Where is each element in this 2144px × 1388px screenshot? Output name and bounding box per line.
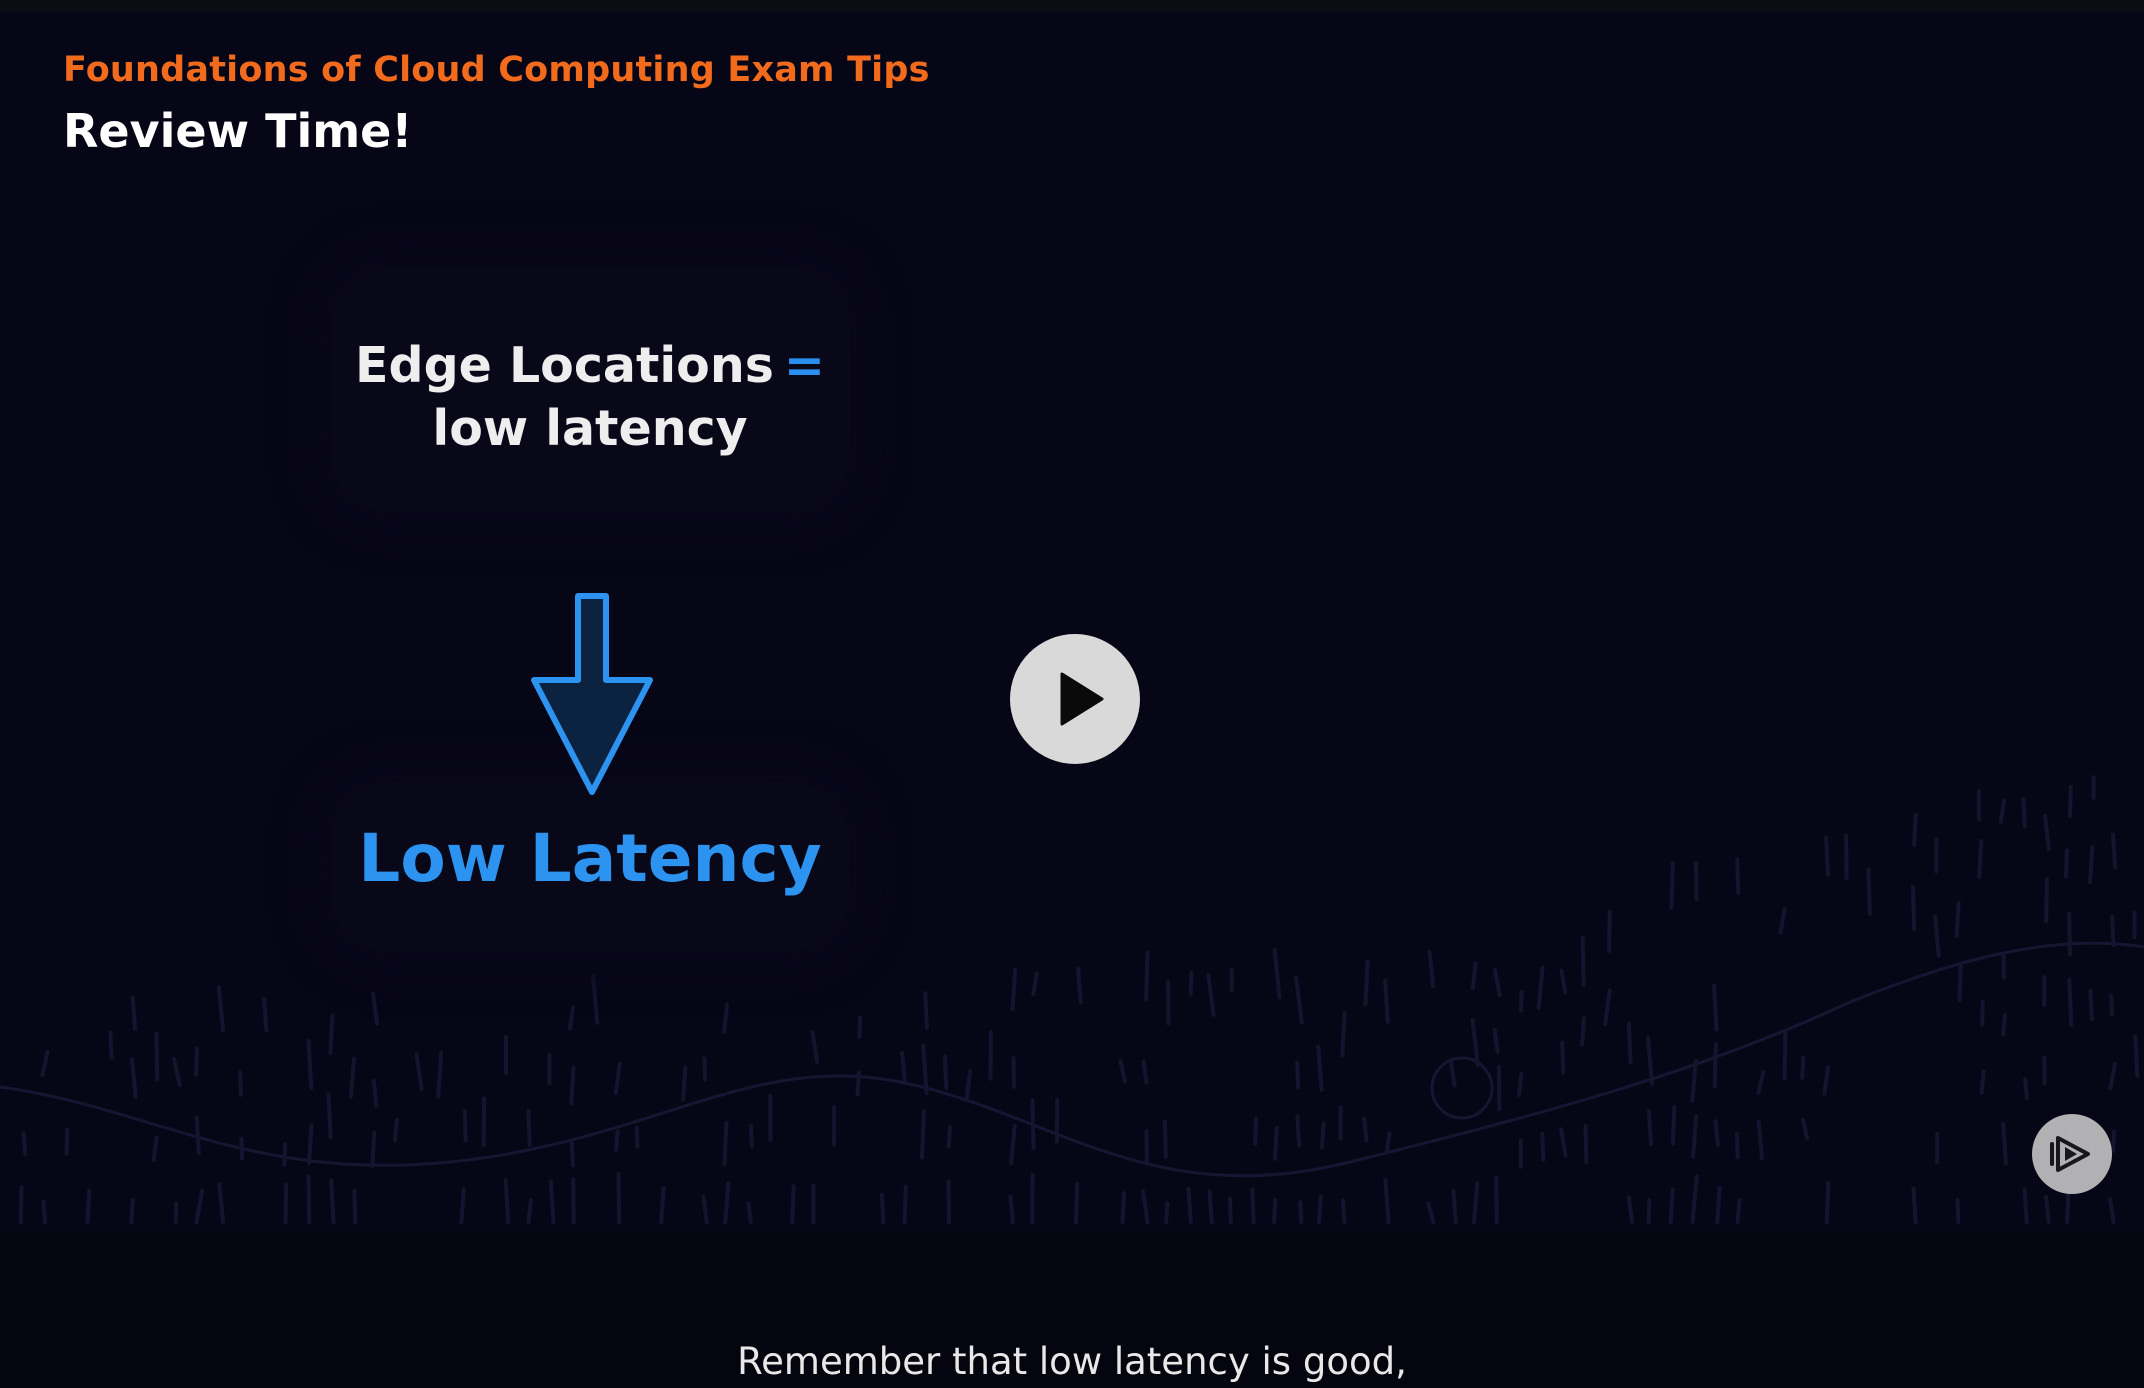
caption-area <box>0 1232 2144 1388</box>
background-pattern <box>0 775 2144 1224</box>
slide-term-line: Edge Locations= <box>330 337 850 394</box>
equals-sign: = <box>783 337 825 394</box>
play-button[interactable] <box>1010 634 1140 764</box>
down-arrow-icon <box>531 593 653 795</box>
course-title: Foundations of Cloud Computing Exam Tips <box>63 50 930 90</box>
slide-term: Edge Locations <box>355 337 774 394</box>
slide-definition: low latency <box>432 400 748 457</box>
play-icon <box>1060 672 1104 726</box>
slide-card-top <box>330 267 850 512</box>
video-frame[interactable]: Foundations of Cloud Computing Exam Tips… <box>0 12 2144 1232</box>
pluralsight-icon <box>2050 1136 2090 1172</box>
section-title: Review Time! <box>63 104 413 158</box>
subtitle-caption: Remember that low latency is good, <box>737 1340 1407 1383</box>
slide-highlight: Low Latency <box>358 820 822 897</box>
player-top-bar <box>0 0 2144 12</box>
slide-card-bottom <box>330 782 850 952</box>
brand-badge[interactable] <box>2032 1114 2112 1194</box>
